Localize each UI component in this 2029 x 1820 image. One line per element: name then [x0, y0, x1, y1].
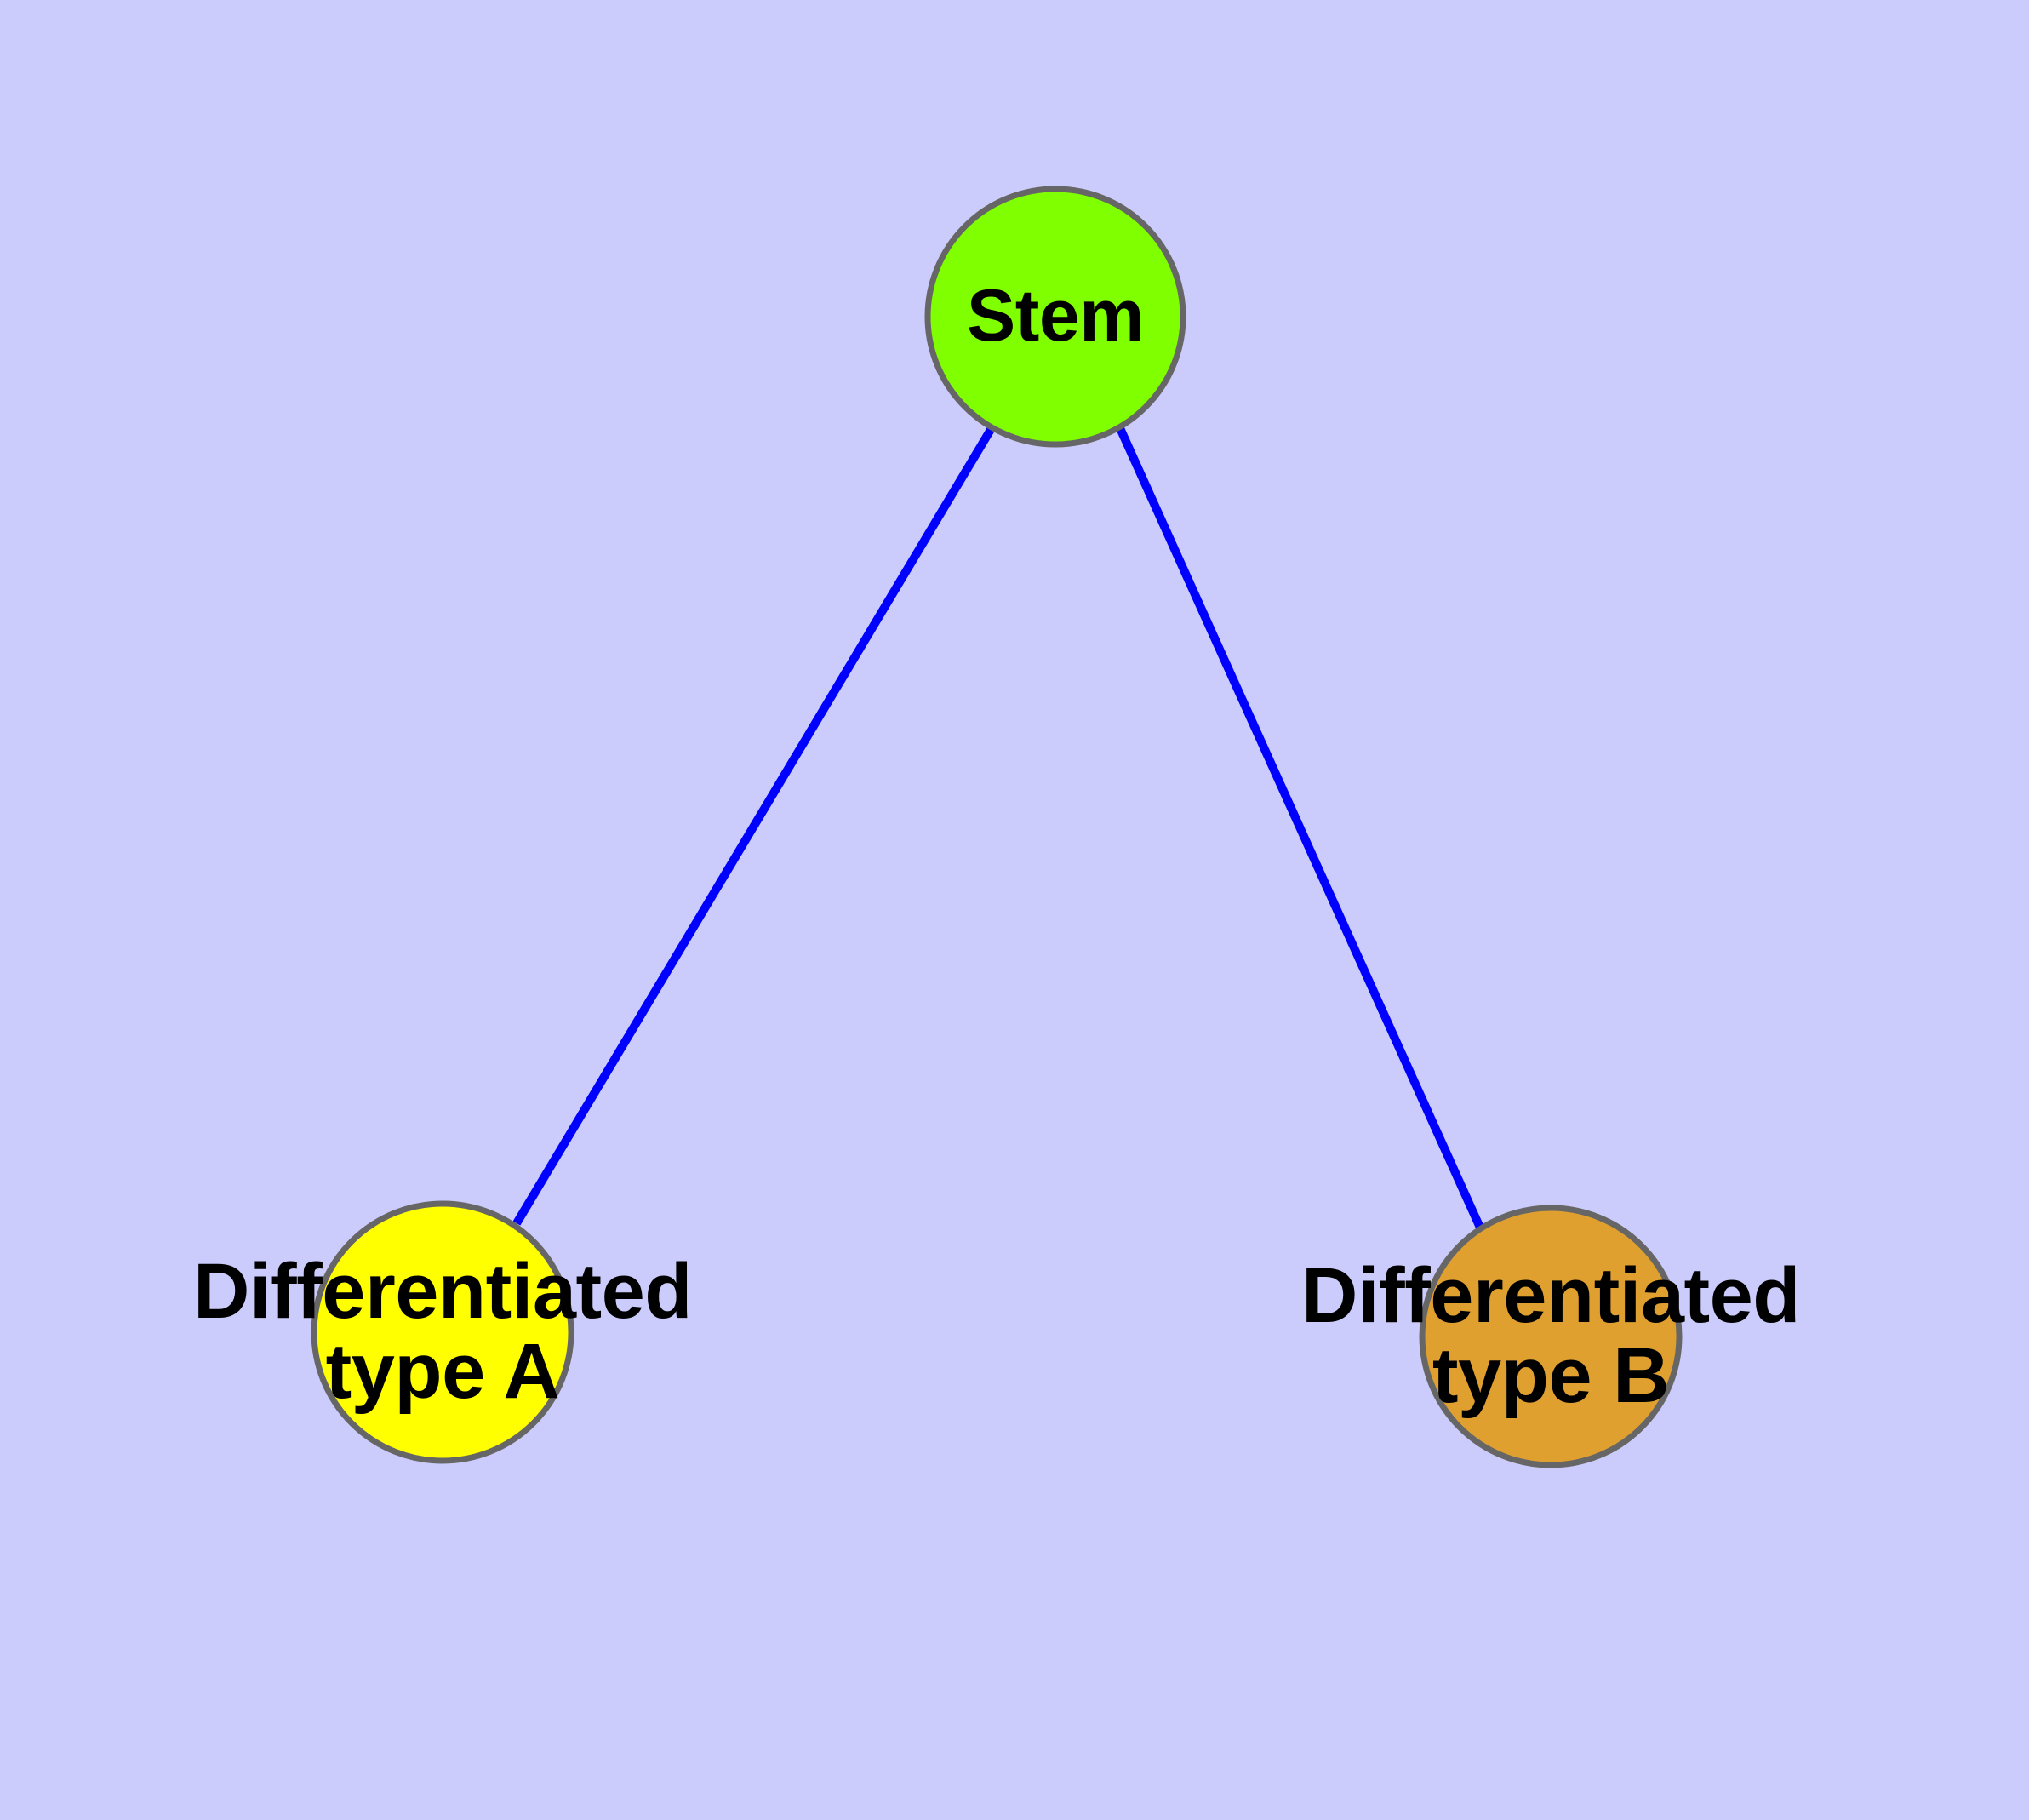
node-differentiated-type-a[interactable]: [311, 1200, 574, 1464]
nodes-group: [311, 186, 1683, 1468]
edge-stem-to-differentiated-type-a: [512, 426, 996, 1226]
node-stem[interactable]: [924, 186, 1186, 448]
edge-stem-to-differentiated-type-b: [1116, 426, 1484, 1230]
edges-group: [512, 426, 1484, 1230]
node-differentiated-type-b[interactable]: [1419, 1205, 1683, 1468]
